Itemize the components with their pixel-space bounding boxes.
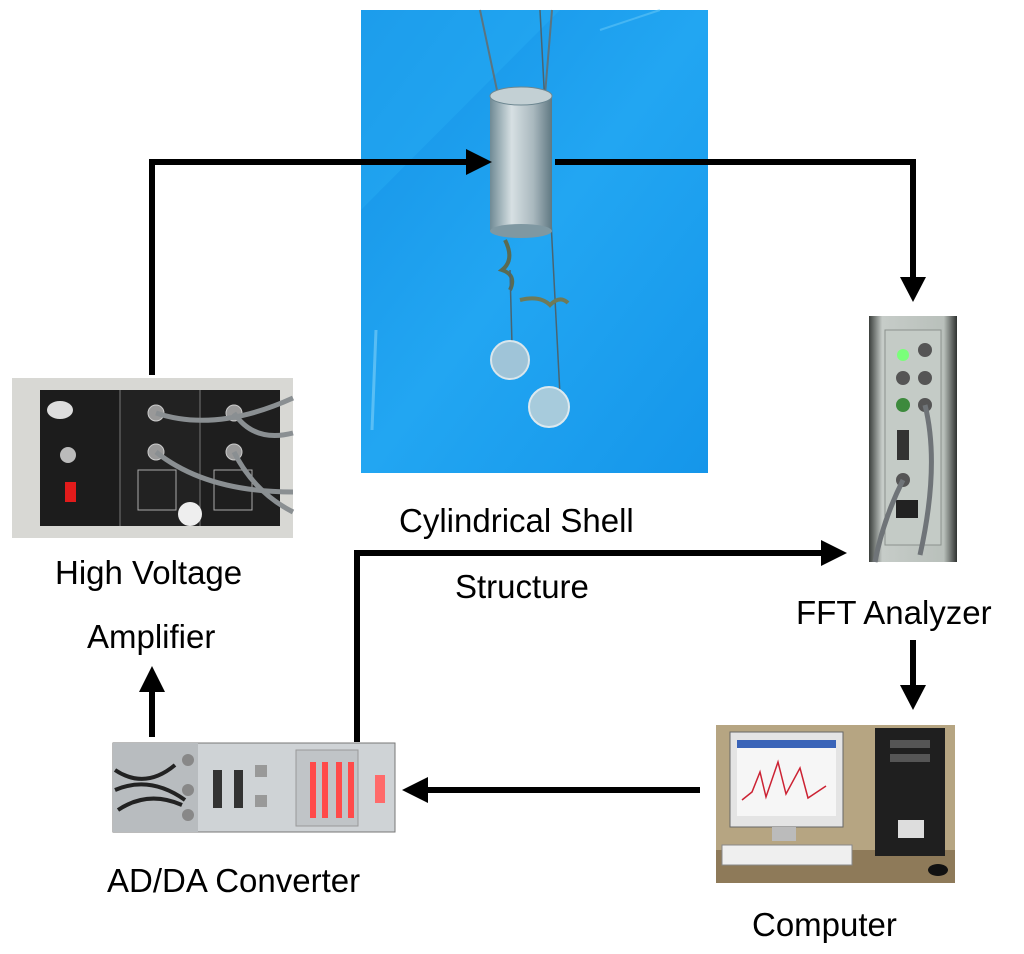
computer-photo [716, 725, 955, 883]
arrow-shell-to-fft [555, 159, 916, 282]
adda-converter-label: AD/DA Converter [107, 862, 361, 899]
fft-analyzer-photo [869, 316, 957, 563]
cylindrical-shell-label-line2: Structure [455, 568, 589, 605]
arrow-adda-to-fft [354, 550, 827, 742]
arrow-adda-to-fft-head [821, 540, 847, 566]
cylindrical-shell-label-line1: Cylindrical Shell [399, 502, 634, 539]
arrow-amplifier-to-shell-head [466, 149, 492, 175]
amplifier-label-line1: High Voltage [55, 554, 243, 591]
cylindrical-shell-photo [361, 9, 708, 473]
fft-analyzer-label: FFT Analyzer [796, 594, 992, 631]
arrow-fft-to-computer-head [900, 685, 926, 710]
high-voltage-amplifier-photo [12, 378, 295, 538]
arrow-amplifier-to-shell [149, 159, 474, 375]
arrow-adda-to-amplifier-head [139, 666, 165, 692]
signal-arrows [139, 149, 926, 803]
arrow-shell-to-fft-head [900, 277, 926, 302]
amplifier-label-line2: Amplifier [87, 618, 216, 655]
adda-converter-photo [112, 742, 396, 833]
computer-label: Computer [752, 906, 897, 943]
arrow-computer-to-adda-head [402, 777, 428, 803]
